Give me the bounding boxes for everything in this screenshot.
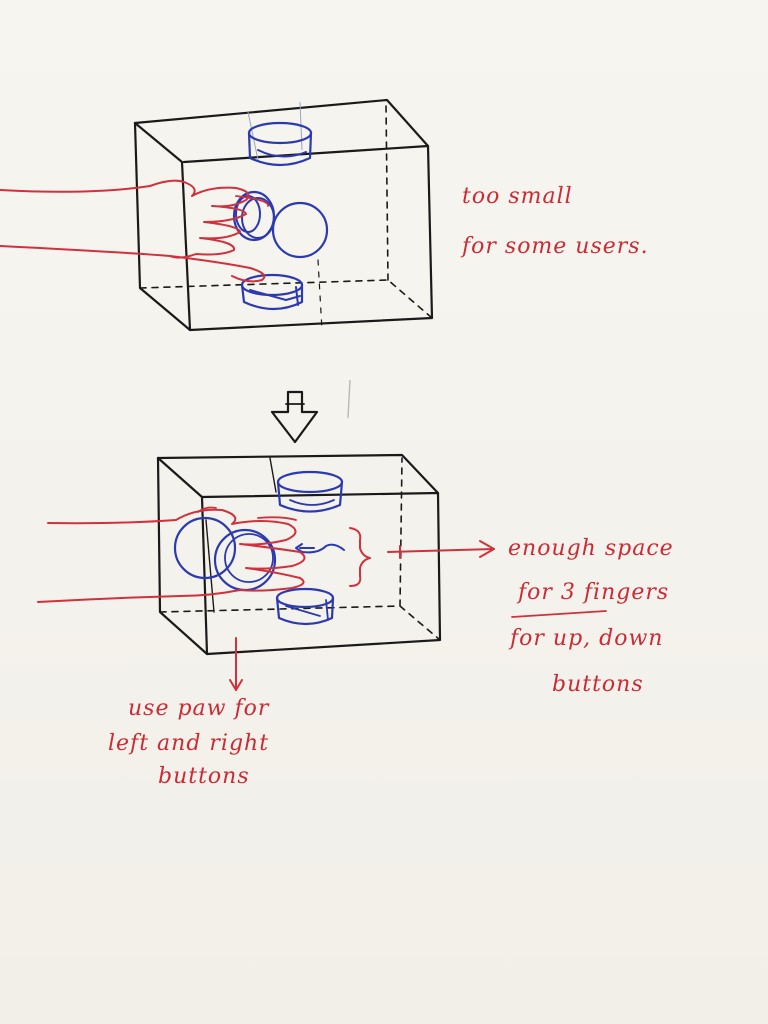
top-box-front [133, 121, 434, 332]
top-box-hidden-edges [139, 103, 433, 319]
paw-pointer-arrow [229, 637, 243, 691]
top-box-top [133, 98, 430, 148]
bottom-box-front [156, 456, 442, 656]
bottom-box-down-button [275, 587, 335, 626]
note-enough-space: enough space [508, 536, 674, 561]
note-for-3-fingers: for 3 fingers [518, 580, 670, 605]
note-use-paw-for: use paw for [128, 696, 270, 721]
down-arrow-icon [270, 390, 319, 444]
note-too-small: too small [462, 184, 573, 209]
bottom-box-left-right-buttons [173, 516, 345, 592]
note-for-up-down: for up, down [510, 626, 664, 651]
note-buttons-right: buttons [552, 672, 644, 697]
top-box-left [133, 121, 192, 332]
note-divider [511, 610, 607, 618]
right-arrow-icon [387, 540, 495, 559]
top-box [133, 98, 434, 332]
note-for-some-users: for some users. [462, 234, 649, 259]
top-box-up-button [247, 121, 313, 167]
bottom-box-top [156, 453, 440, 495]
top-box-left-right-buttons [232, 190, 329, 259]
note-buttons-left: buttons [158, 764, 250, 789]
top-box-hand [0, 179, 269, 283]
bottom-box-up-button [276, 470, 344, 513]
top-box-down-button [240, 273, 304, 311]
bottom-box-hand [37, 506, 306, 603]
finger-space-bracket [349, 527, 371, 587]
bottom-box [156, 453, 442, 656]
bottom-box-left [156, 456, 209, 656]
bottom-box-hidden-edges [159, 457, 441, 641]
note-left-and-right: left and right [108, 731, 270, 756]
